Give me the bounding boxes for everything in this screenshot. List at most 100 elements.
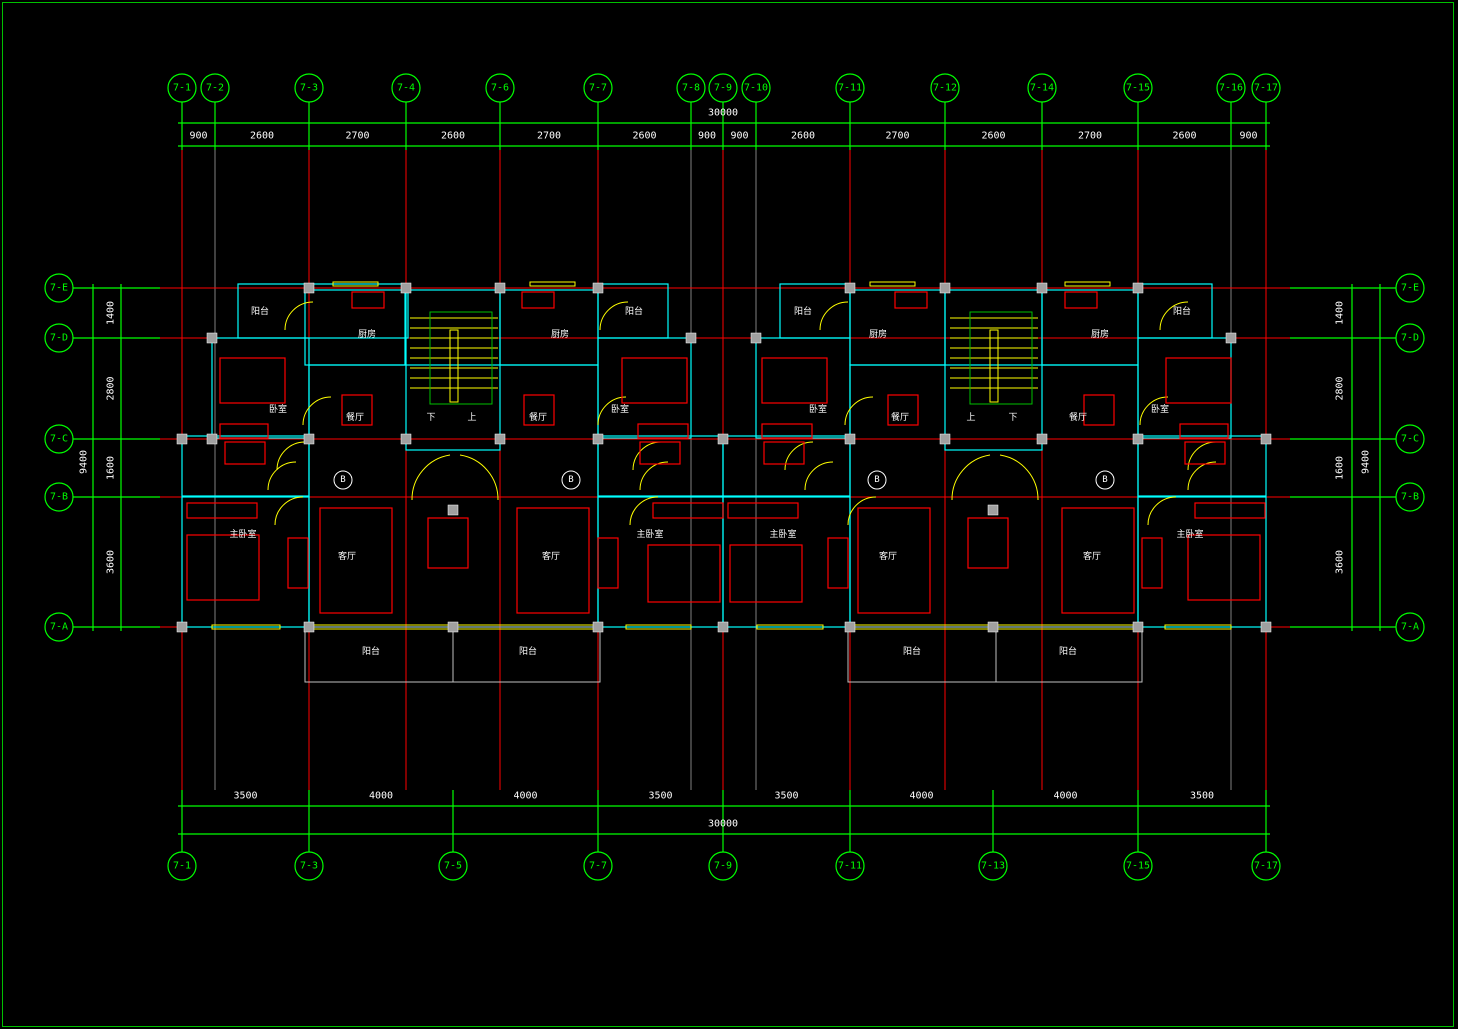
window	[625, 624, 692, 630]
column	[1132, 282, 1144, 294]
axis-label-bottom: 7-13	[981, 861, 1005, 872]
axis-bubble	[44, 612, 74, 642]
axis-label-top: 7-2	[206, 83, 224, 94]
dimension-value-top: 2600	[632, 131, 656, 142]
dimension-value-side: 2800	[106, 376, 117, 400]
axis-bubble	[1395, 424, 1425, 454]
balcony-outline	[847, 626, 997, 683]
door-swing	[639, 461, 669, 491]
room-label: 阳台	[1173, 305, 1191, 317]
sink	[351, 291, 385, 309]
axis-bubble	[708, 851, 738, 881]
sofa-set	[319, 507, 393, 614]
dimension-value-side: 1400	[106, 301, 117, 325]
room-label: 厨房	[1091, 328, 1109, 340]
room-label: 阳台	[251, 305, 269, 317]
door-swing	[274, 496, 304, 526]
axis-bubble	[167, 73, 197, 103]
axis-label-left: 7-B	[50, 492, 68, 503]
dimension-value-side: 3600	[106, 550, 117, 574]
door-swing	[847, 496, 877, 526]
sink	[521, 291, 555, 309]
wall	[304, 289, 406, 366]
axis-bubble	[44, 482, 74, 512]
column	[987, 504, 999, 516]
dimension-total-side: 9400	[79, 450, 90, 474]
axis-bubble	[583, 73, 613, 103]
tv-cabinet	[1141, 537, 1163, 589]
door-swing	[267, 461, 297, 491]
column	[447, 621, 459, 633]
dimension-value-top: 900	[730, 131, 748, 142]
armchair	[967, 517, 1009, 569]
tv-cabinet	[827, 537, 849, 589]
room-label: 上	[467, 412, 476, 423]
dimension-value-side: 1600	[106, 456, 117, 480]
washbasin	[1184, 441, 1226, 465]
room-label: 主卧室	[636, 528, 663, 540]
unit-tag-circle	[333, 470, 353, 490]
axis-bubble	[1123, 851, 1153, 881]
door-swing	[284, 301, 314, 331]
column	[844, 621, 856, 633]
door-swing	[784, 441, 814, 471]
unit-tag-circle	[867, 470, 887, 490]
wall	[405, 289, 501, 451]
door-swing	[632, 441, 662, 471]
door-swing	[459, 454, 499, 501]
armchair	[427, 517, 469, 569]
bed	[761, 357, 828, 404]
unit-tag: B	[1102, 475, 1107, 485]
axis-label-left: 7-D	[50, 333, 68, 344]
room-label: 阳台	[519, 645, 537, 657]
door-swing	[951, 454, 991, 501]
column	[939, 433, 951, 445]
column	[1132, 433, 1144, 445]
axis-bubble	[708, 73, 738, 103]
wardrobe	[1194, 502, 1266, 519]
wall	[181, 435, 310, 497]
column	[844, 282, 856, 294]
column	[176, 433, 188, 445]
dimension-value-top: 2700	[885, 131, 909, 142]
dimension-value-top: 2600	[981, 131, 1005, 142]
dimension-total-top: 30000	[708, 108, 738, 119]
room-label: 卧室	[809, 403, 827, 415]
axis-bubble	[1027, 73, 1057, 103]
room-label: 客厅	[1083, 550, 1101, 562]
room-label: 卧室	[1151, 403, 1169, 415]
wall	[211, 337, 310, 439]
axis-bubble	[1251, 851, 1281, 881]
window	[756, 624, 824, 630]
axis-bubble	[930, 73, 960, 103]
wardrobe	[727, 502, 799, 519]
axis-label-bottom: 7-3	[300, 861, 318, 872]
room-label: 主卧室	[769, 528, 796, 540]
axis-label-top: 7-1	[173, 83, 191, 94]
dimension-value-top: 2600	[250, 131, 274, 142]
axis-bubble	[294, 73, 324, 103]
wall	[849, 289, 946, 366]
wall	[1137, 337, 1232, 439]
axis-label-right: 7-E	[1401, 283, 1419, 294]
axis-label-right: 7-C	[1401, 434, 1419, 445]
wall	[597, 496, 724, 628]
axis-label-top: 7-7	[589, 83, 607, 94]
column	[592, 433, 604, 445]
wardrobe	[219, 423, 269, 439]
bed	[1187, 534, 1261, 601]
sofa-set	[857, 507, 931, 614]
axis-label-bottom: 7-11	[838, 861, 862, 872]
axis-label-right: 7-A	[1401, 622, 1419, 633]
door-swing	[819, 301, 849, 331]
bed	[1165, 357, 1232, 404]
room-label: 下	[1008, 413, 1017, 423]
axis-label-bottom: 7-9	[714, 861, 732, 872]
bed	[729, 544, 803, 603]
column	[685, 332, 697, 344]
dimension-value-top: 900	[189, 131, 207, 142]
room-label: 阳台	[903, 645, 921, 657]
wardrobe	[186, 502, 258, 519]
wall	[944, 289, 1043, 451]
